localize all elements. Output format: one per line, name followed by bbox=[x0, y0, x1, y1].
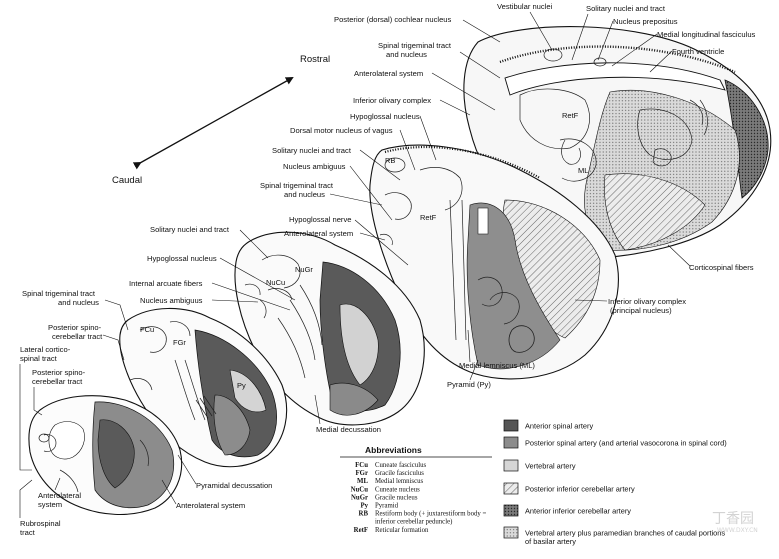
label-pyramidal-decussation: Pyramidal decussation bbox=[196, 481, 272, 490]
label-ambiguus-mid: Nucleus ambiguus bbox=[283, 162, 346, 171]
label-inferior-olivary: Inferior olivary complex bbox=[353, 96, 431, 105]
label-medial-decussation: Medial decussation bbox=[316, 425, 381, 434]
legend-swatch-dark bbox=[503, 419, 519, 432]
ml-label-top: ML bbox=[578, 166, 588, 175]
watermark: 丁香园 WWW.DXY.CN bbox=[712, 511, 758, 534]
label-anterolateral-bottom-1: Anterolateral bbox=[38, 491, 81, 500]
label-medial-lemniscus: Medial lemniscus (ML) bbox=[459, 361, 535, 370]
label-post-spinocereb-1a: Posterior spino- bbox=[48, 323, 102, 332]
label-spinal-trig-top-2: and nucleus bbox=[386, 50, 427, 59]
abbreviation-text: inferior cerebellar peduncle) bbox=[375, 519, 452, 526]
orientation-arrow: Rostral Caudal bbox=[112, 54, 330, 186]
section-caudal-medulla: NuGr NuCu bbox=[234, 231, 425, 426]
abbreviation-code: ML bbox=[357, 478, 368, 485]
legend-swatch-hatch bbox=[503, 482, 519, 495]
label-spinal-trig-top-1: Spinal trigeminal tract bbox=[378, 41, 452, 50]
caudal-label: Caudal bbox=[112, 175, 142, 186]
legend-label: Anterior spinal artery bbox=[525, 422, 593, 431]
py-label: Py bbox=[237, 381, 246, 390]
label-spinal-trig-mid-1: Spinal trigeminal tract bbox=[260, 181, 334, 190]
label-post-spinocereb-1b: cerebellar tract bbox=[52, 332, 103, 341]
label-fourth-ventricle: Fourth ventricle bbox=[672, 47, 724, 56]
label-internal-arcuate: Internal arcuate fibers bbox=[129, 279, 203, 288]
label-hypoglossal-low: Hypoglossal nucleus bbox=[147, 254, 217, 263]
abbreviation-text: Cuneate fasciculus bbox=[375, 462, 427, 469]
label-rubrospinal-2: tract bbox=[20, 528, 36, 537]
watermark-url: WWW.DXY.CN bbox=[717, 527, 758, 534]
legend-swatch-medium bbox=[503, 436, 519, 449]
label-rubrospinal-1: Rubrospinal bbox=[20, 519, 61, 528]
section-rostral-medulla: RetF ML bbox=[463, 26, 772, 259]
abbreviation-code: Py bbox=[360, 503, 368, 510]
retf-label-mid: RetF bbox=[420, 213, 437, 222]
abbreviation-text: Reticular formation bbox=[375, 527, 429, 534]
label-post-spinocereb-2a: Posterior spino- bbox=[32, 368, 86, 377]
abbreviation-code: RB bbox=[359, 511, 369, 518]
label-dorsal-motor-vagus: Dorsal motor nucleus of vagus bbox=[290, 126, 393, 135]
label-hypoglossal-nerve: Hypoglossal nerve bbox=[289, 215, 351, 224]
label-corticospinal-fibers: Corticospinal fibers bbox=[689, 263, 754, 272]
label-inf-olivary-principal-2: (principal nucleus) bbox=[610, 306, 672, 315]
watermark-text: 丁香园 bbox=[712, 511, 754, 527]
legend-label: Anterior inferior cerebellar artery bbox=[525, 507, 631, 516]
section-mid-medulla: RB RetF bbox=[369, 144, 619, 380]
abbreviation-text: Pyramid bbox=[375, 503, 399, 510]
label-spinal-trig-low-2: and nucleus bbox=[58, 298, 99, 307]
nucu-label: NuCu bbox=[266, 278, 285, 287]
legend-swatch-light bbox=[503, 459, 519, 472]
abbreviation-text: Gracile nucleus bbox=[375, 494, 418, 501]
label-nucleus-prepositus: Nucleus prepositus bbox=[613, 17, 678, 26]
abbreviation-code: NuCu bbox=[351, 486, 369, 493]
abbreviations-title: Abbreviations bbox=[365, 445, 422, 455]
legend-swatch-dots-dark bbox=[503, 504, 519, 517]
rb-label: RB bbox=[385, 156, 395, 165]
abbreviation-code: RetF bbox=[354, 527, 368, 534]
abbreviation-code: FCu bbox=[355, 462, 368, 469]
legend-label: Vertebral artery bbox=[525, 462, 576, 471]
annotation-labels: Vestibular nuclei Solitary nuclei and tr… bbox=[19, 2, 756, 537]
label-ambiguus-low: Nucleus ambiguus bbox=[140, 296, 203, 305]
label-vestibular-nuclei: Vestibular nuclei bbox=[497, 2, 553, 11]
label-anterolateral-mid: Anterolateral system bbox=[284, 229, 353, 238]
label-inf-olivary-principal-1: Inferior olivary complex bbox=[608, 297, 686, 306]
label-anterolateral-top: Anterolateral system bbox=[354, 69, 423, 78]
label-spinal-trig-low-1: Spinal trigeminal tract bbox=[22, 289, 96, 298]
label-pyramid: Pyramid (Py) bbox=[447, 380, 491, 389]
label-mlf: Medial longitudinal fasciculus bbox=[657, 30, 756, 39]
fcu-label: FCu bbox=[140, 325, 154, 334]
label-solitary-low: Solitary nuclei and tract bbox=[150, 225, 230, 234]
fgr-label: FGr bbox=[173, 338, 186, 347]
legend-label: Posterior inferior cerebellar artery bbox=[525, 485, 635, 494]
label-solitary-mid: Solitary nuclei and tract bbox=[272, 146, 352, 155]
nugr-label: NuGr bbox=[295, 265, 313, 274]
abbreviation-text: Medial lemniscus bbox=[375, 478, 423, 485]
label-lat-corticospinal-1: Lateral cortico- bbox=[20, 345, 71, 354]
retf-label-top: RetF bbox=[562, 111, 579, 120]
abbreviation-text: Cuneate nucleus bbox=[375, 486, 420, 493]
legend-label-continuation: of basilar artery bbox=[525, 537, 576, 546]
abbreviation-text: Gracile fasciculus bbox=[375, 470, 424, 477]
rostral-label: Rostral bbox=[300, 54, 330, 65]
legend-label: Posterior spinal artery (and arterial va… bbox=[525, 439, 727, 448]
abbreviation-text: Restiform body (+ juxtarestiform body = bbox=[375, 511, 486, 518]
legend-label: Vertebral artery plus paramedian branche… bbox=[525, 529, 725, 538]
label-lat-corticospinal-2: spinal tract bbox=[20, 354, 58, 363]
section-spinal-cord bbox=[28, 395, 183, 515]
label-solitary-top: Solitary nuclei and tract bbox=[586, 4, 666, 13]
abbreviation-code: FGr bbox=[356, 470, 368, 477]
label-anterolateral-bottom2: Anterolateral system bbox=[176, 501, 245, 510]
label-spinal-trig-mid-2: and nucleus bbox=[284, 190, 325, 199]
abbreviation-code: NuGr bbox=[351, 494, 368, 501]
label-hypoglossal-mid: Hypoglossal nucleus bbox=[350, 112, 420, 121]
legend-swatch-dots-light bbox=[503, 526, 519, 539]
label-posterior-cochlear: Posterior (dorsal) cochlear nucleus bbox=[334, 15, 452, 24]
label-post-spinocereb-2b: cerebellar tract bbox=[32, 377, 83, 386]
label-anterolateral-bottom-2: system bbox=[38, 500, 62, 509]
